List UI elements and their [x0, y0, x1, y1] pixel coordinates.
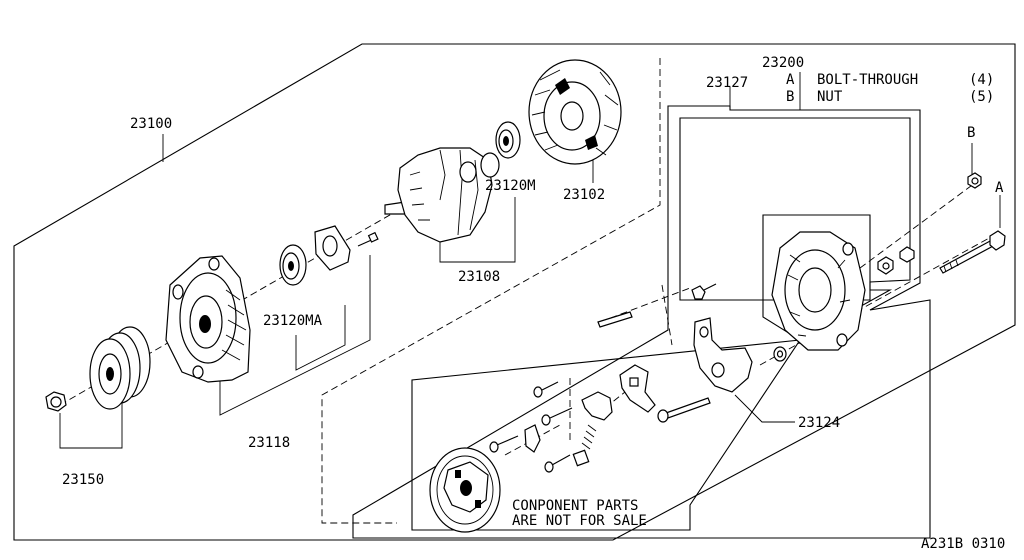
leader-23118 [219, 255, 371, 416]
long-screw [657, 397, 711, 423]
brush-holder [619, 364, 656, 413]
frame-23124 [411, 214, 893, 531]
notice-line-1: CONPONENT PARTS [512, 498, 638, 514]
figure-code: A231B 0310 [921, 536, 1005, 552]
legend-text-b: NUT [817, 89, 843, 105]
callout-23120ma: 23120MA [263, 313, 323, 329]
legend-key-a: A [786, 72, 795, 88]
leader-23124 [734, 394, 795, 423]
legend-qty-a: (4) [969, 72, 994, 88]
rear-cover [429, 447, 501, 533]
pulley-nut [45, 391, 67, 412]
brush-assembly [572, 391, 613, 467]
frame-23127 [352, 105, 931, 539]
nut-b-lower [877, 246, 915, 275]
leader-23150 [59, 400, 123, 449]
bushing [773, 346, 787, 362]
rear-bearing [495, 121, 521, 159]
callout-23120m: 23120M [485, 178, 536, 194]
nut-b-upper [967, 172, 982, 189]
front-bearing [279, 244, 307, 286]
callout-23127: 23127 [706, 75, 748, 91]
rear-screw-upper [691, 283, 717, 300]
brush-clip [524, 424, 541, 453]
legend-key-b: B [786, 89, 794, 105]
rectifier-plate [693, 317, 753, 393]
retainer-screw [357, 231, 379, 247]
regulator-guide-line [661, 284, 673, 346]
stator [528, 59, 622, 165]
callout-23118: 23118 [248, 435, 290, 451]
legend-qty-b: (5) [969, 89, 994, 105]
brush-screw-bottom [544, 454, 571, 473]
brush-screw-mid [541, 407, 573, 426]
notice-line-2: ARE NOT FOR SALE [512, 513, 647, 529]
through-bolt-a [939, 230, 1006, 274]
rear-housing [771, 231, 866, 351]
dashed-front-frame [321, 58, 661, 524]
nut-axis-line [859, 182, 976, 269]
callout-23150: 23150 [62, 472, 104, 488]
callout-23102: 23102 [563, 187, 605, 203]
callout-23200: 23200 [762, 55, 804, 71]
assembly-frame-23100 [13, 43, 1016, 541]
marker-b: B [967, 125, 975, 141]
callout-23108: 23108 [458, 269, 500, 285]
callout-23100: 23100 [130, 116, 172, 132]
brush-screw-upper [533, 381, 559, 398]
marker-a: A [995, 180, 1004, 196]
rear-screw-mid [597, 311, 633, 328]
bearing-retainer [314, 225, 351, 271]
rotor [384, 147, 500, 243]
brush-screw-lower [489, 435, 519, 453]
leader-23120ma [295, 305, 346, 371]
legend-text-a: BOLT-THROUGH [817, 72, 918, 88]
callout-23124: 23124 [798, 415, 840, 431]
pulley [89, 326, 151, 410]
front-housing [165, 255, 251, 383]
